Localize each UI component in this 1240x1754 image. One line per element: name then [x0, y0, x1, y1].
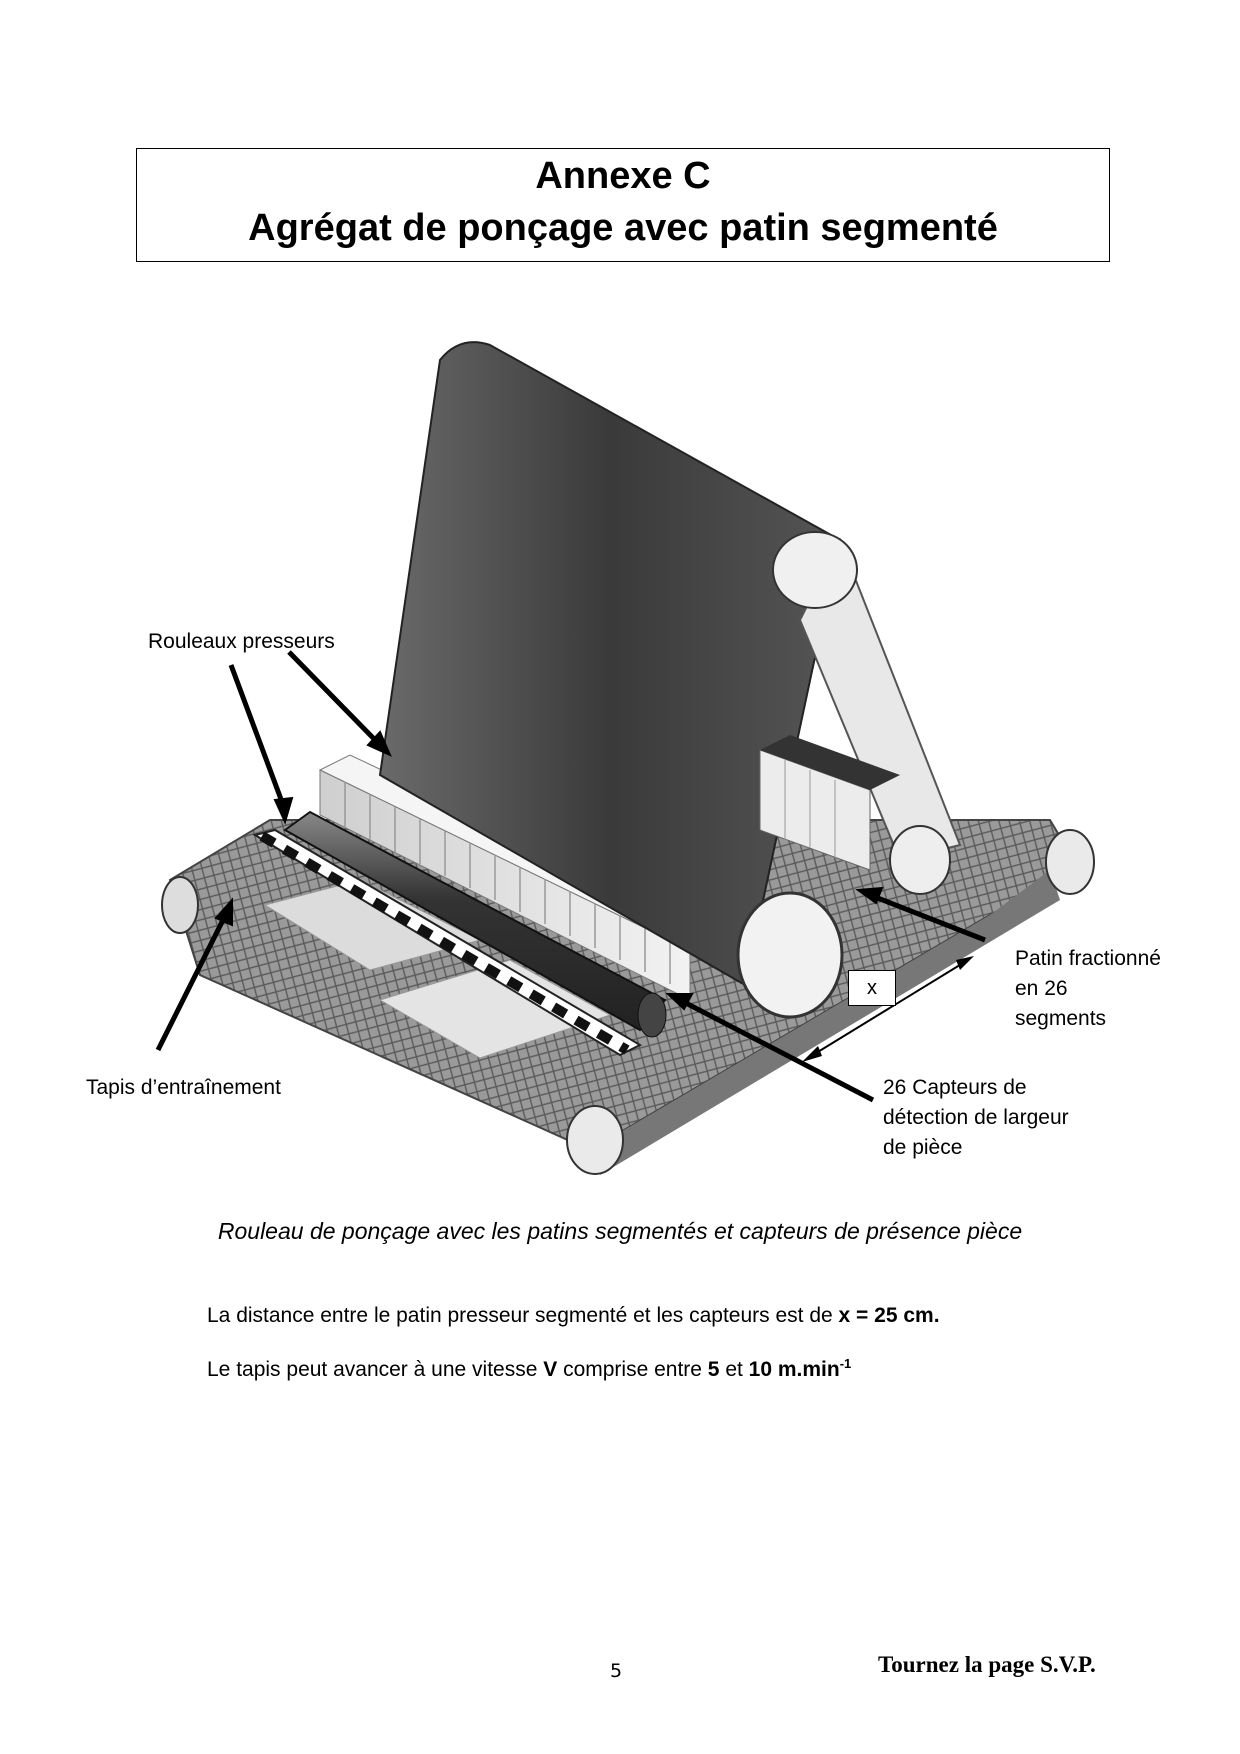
abrasive-belt	[378, 341, 962, 1019]
distance-text: La distance entre le patin presseur segm…	[207, 1304, 839, 1327]
label-drive-belt: Tapis d’entraînement	[86, 1076, 281, 1099]
pad-segments-rear	[759, 735, 900, 871]
annex-subtitle: Agrégat de ponçage avec patin segmenté	[248, 207, 998, 249]
speed-text-3: et	[719, 1358, 749, 1381]
speed-min: 5	[707, 1358, 720, 1381]
turn-page-note: Tournez la page S.V.P.	[878, 1652, 1096, 1677]
label-pad-line1: Patin fractionné	[1015, 947, 1161, 970]
annotation-arrows	[155, 650, 986, 1103]
label-pad-line2: en 26	[1015, 977, 1068, 1000]
speed-paragraph: Le tapis peut avancer à une vitesse V co…	[207, 1356, 851, 1382]
label-pad-line3: segments	[1015, 1007, 1107, 1030]
speed-symbol: V	[543, 1358, 558, 1381]
dimension-x-label: x	[848, 970, 896, 1006]
sanding-unit-illustration	[155, 341, 1095, 1175]
speed-text-1: Le tapis peut avancer à une vitesse	[207, 1358, 544, 1381]
sensor-strip	[252, 828, 643, 1057]
distance-paragraph: La distance entre le patin presseur segm…	[207, 1304, 940, 1328]
label-sensors-line3: de pièce	[883, 1136, 963, 1159]
speed-max: 10 m.min	[748, 1358, 840, 1381]
title-box: Annexe C Agrégat de ponçage avec patin s…	[136, 148, 1110, 262]
label-sensors-line2: détection de largeur	[883, 1106, 1069, 1129]
speed-text-2: comprise entre	[557, 1358, 708, 1381]
label-sensors-line1: 26 Capteurs de	[883, 1076, 1027, 1099]
speed-exponent: -1	[839, 1356, 852, 1371]
figure-caption: Rouleau de ponçage avec les patins segme…	[217, 1218, 1023, 1244]
label-pressure-rollers: Rouleaux presseurs	[148, 630, 335, 653]
dimension-x-arrow	[802, 956, 974, 1062]
page-number: 5	[610, 1660, 623, 1682]
pressure-roller-front	[283, 810, 667, 1038]
annex-title: Annexe C	[535, 155, 711, 197]
distance-value: x = 25 cm.	[838, 1304, 940, 1327]
